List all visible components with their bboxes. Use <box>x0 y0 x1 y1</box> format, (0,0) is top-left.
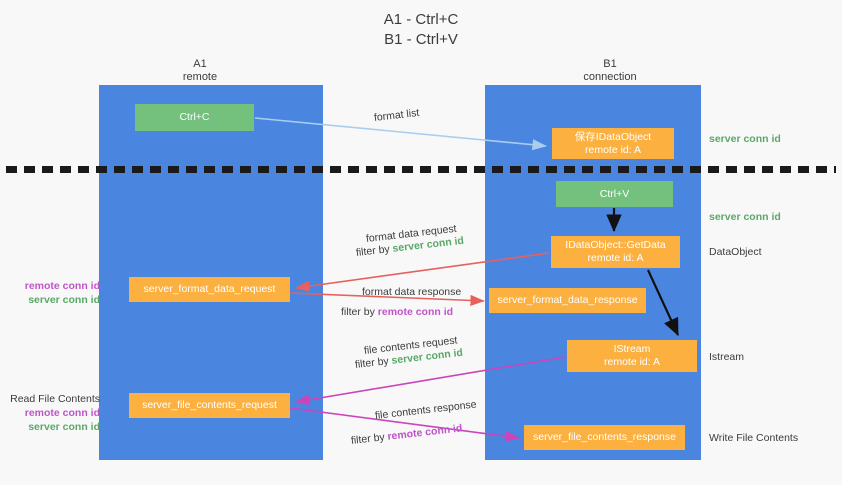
label-file-contents-response: file contents response <box>374 398 478 422</box>
box-idataobject-line2: remote id: A <box>584 143 642 156</box>
box-idataobject-getdata[interactable]: IDataObject::GetData remote id: A <box>551 236 680 268</box>
filter-value-remote-conn-id-2: remote conn id <box>386 422 463 443</box>
label-filter-by-remote-conn-id-file: filter by remote conn id <box>350 421 463 448</box>
box-server-format-data-request-label: server_format_data_request <box>143 283 276 295</box>
column-header-b1: B1 connection <box>530 58 690 84</box>
label-dataobject: DataObject <box>709 246 762 258</box>
box-istream-line1: IStream <box>613 343 651 355</box>
label-istream: Istream <box>709 351 745 363</box>
label-left-conn-ids-file: Read File Contents remote conn id server… <box>8 392 100 434</box>
label-server-conn-id-mid: server conn id <box>709 211 781 223</box>
phase-divider <box>6 166 836 173</box>
label-left-conn-ids-format: remote conn id server conn id <box>8 279 100 307</box>
box-server-file-contents-response[interactable]: server_file_contents_response <box>524 425 685 450</box>
filter-by-text-2: filter by <box>341 306 375 318</box>
filter-by-text-4: filter by <box>350 431 386 447</box>
label-server-conn-id-top: server conn id <box>709 133 781 145</box>
title-line-1: A1 - Ctrl+C <box>383 11 459 28</box>
filter-by-text-1: filter by <box>355 243 391 259</box>
label-remote-conn-id-2: remote conn id <box>24 407 100 419</box>
box-ctrl-c-label: Ctrl+C <box>179 111 210 123</box>
filter-value-remote-conn-id-1: remote conn id <box>377 306 454 318</box>
label-read-file-contents: Read File Contents <box>10 393 100 405</box>
box-server-file-contents-response-label: server_file_contents_response <box>532 431 676 443</box>
box-istream[interactable]: IStream remote id: A <box>567 340 697 372</box>
box-idataobject-line1: 保存IDataObject <box>574 130 652 143</box>
column-header-a1-role: remote <box>182 71 218 83</box>
column-header-a1: A1 remote <box>120 58 280 84</box>
label-filter-by-remote-conn-id-format: filter by remote conn id <box>341 305 453 319</box>
label-write-file-contents: Write File Contents <box>709 432 799 444</box>
box-istream-line2: remote id: A <box>603 356 661 368</box>
label-server-conn-id-2: server conn id <box>28 421 100 433</box>
label-server-conn-id-1: server conn id <box>28 294 100 306</box>
column-header-b1-name: B1 <box>603 58 617 70</box>
box-getdata-line1: IDataObject::GetData <box>565 239 666 251</box>
label-remote-conn-id-1: remote conn id <box>24 280 100 292</box>
column-header-b1-role: connection <box>583 71 637 83</box>
box-server-format-data-response[interactable]: server_format_data_response <box>489 288 646 313</box>
column-header-a1-name: A1 <box>193 58 207 70</box>
label-format-list: format list <box>373 106 420 124</box>
box-server-file-contents-request[interactable]: server_file_contents_request <box>129 393 290 418</box>
filter-by-text-3: filter by <box>354 355 390 371</box>
box-server-format-data-request[interactable]: server_format_data_request <box>129 277 290 302</box>
box-server-file-contents-request-label: server_file_contents_request <box>142 399 277 411</box>
page-title: A1 - Ctrl+C B1 - Ctrl+V <box>0 10 842 50</box>
box-getdata-line2: remote id: A <box>587 252 644 264</box>
title-line-2: B1 - Ctrl+V <box>384 31 458 48</box>
box-ctrl-v[interactable]: Ctrl+V <box>556 181 673 207</box>
label-format-data-response: format data response <box>362 286 462 298</box>
box-idataobject[interactable]: 保存IDataObject remote id: A <box>552 128 674 159</box>
box-server-format-data-response-label: server_format_data_response <box>497 294 638 306</box>
box-ctrl-c[interactable]: Ctrl+C <box>135 104 254 131</box>
box-ctrl-v-label: Ctrl+V <box>599 187 630 200</box>
